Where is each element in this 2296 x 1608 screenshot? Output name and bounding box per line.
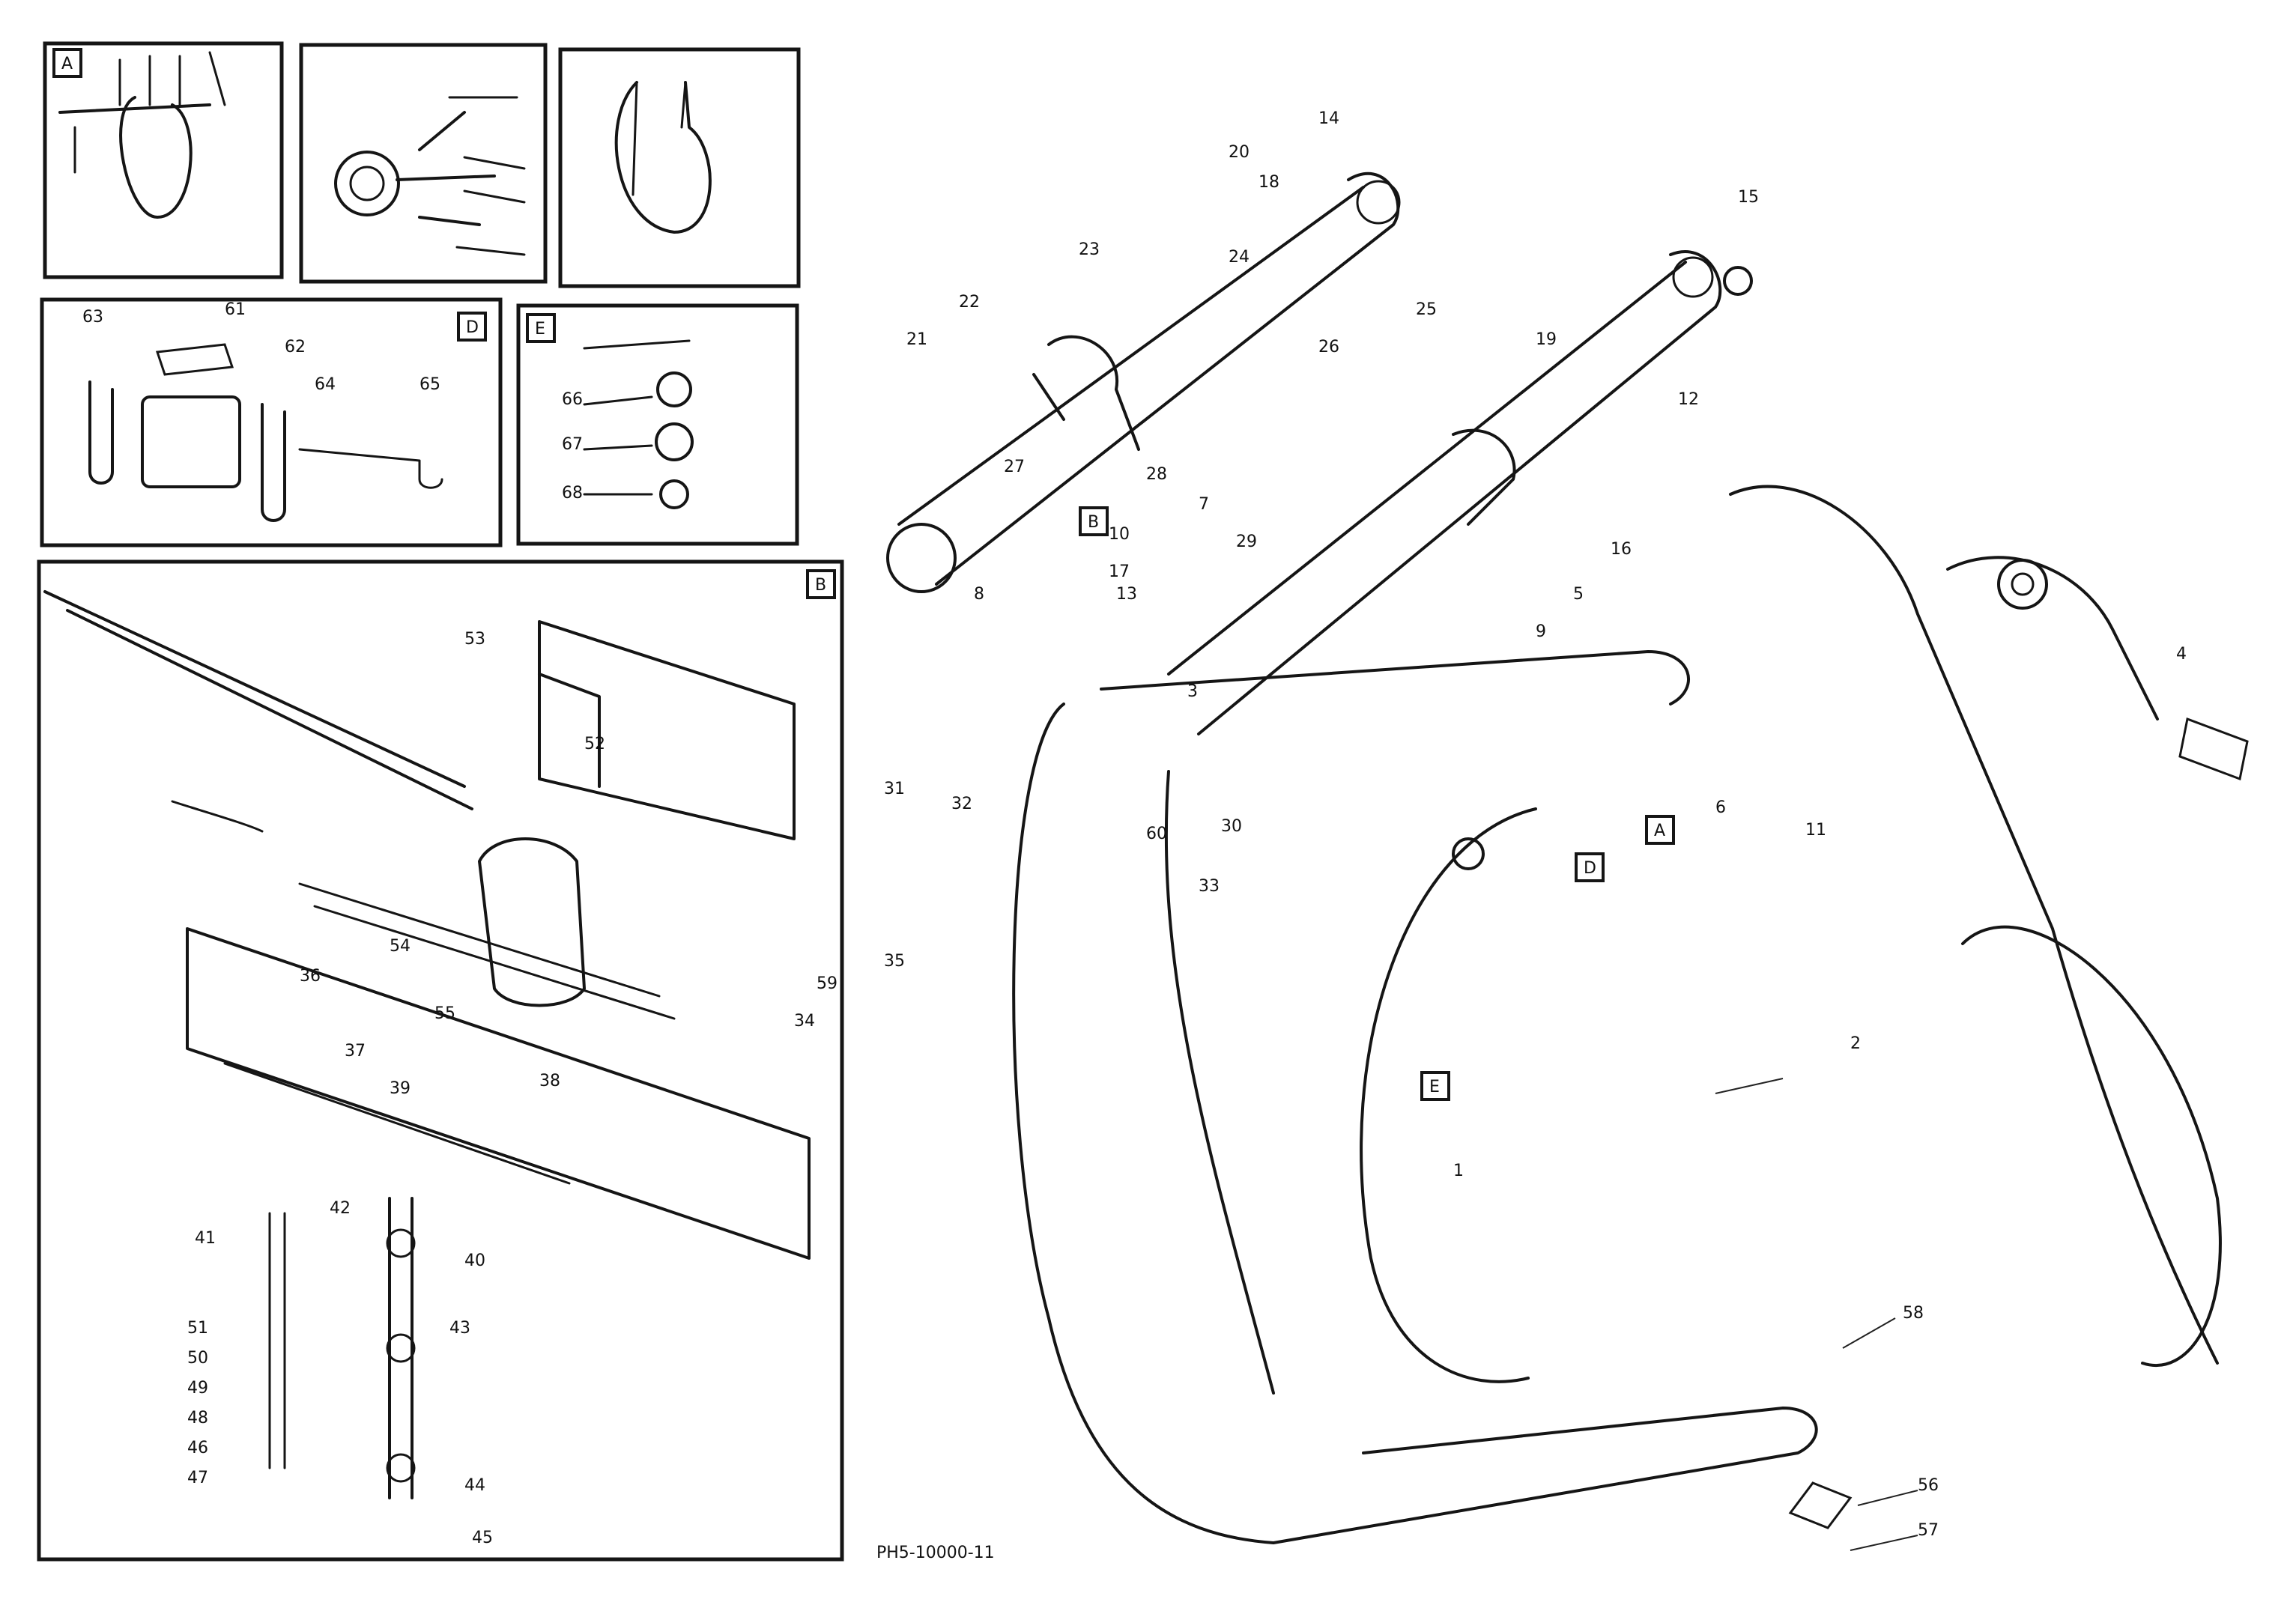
pos-label: 19 bbox=[1536, 330, 1557, 349]
pos-label: 45 bbox=[472, 1529, 493, 1547]
pos-label: 61 bbox=[225, 300, 246, 319]
pos-label: 5 bbox=[1573, 585, 1584, 604]
pos-label: 36 bbox=[300, 967, 321, 986]
inset-tag-e: E bbox=[535, 320, 545, 339]
pos-label: 44 bbox=[464, 1476, 485, 1495]
pos-label: 65 bbox=[419, 375, 440, 394]
pos-label: 49 bbox=[187, 1379, 208, 1398]
pos-label: 20 bbox=[1229, 143, 1250, 162]
pos-label: 50 bbox=[187, 1349, 208, 1368]
inset-tag-a: A bbox=[61, 55, 73, 73]
pos-label: 34 bbox=[794, 1012, 815, 1031]
pos-label: 8 bbox=[974, 585, 984, 604]
pos-label: 46 bbox=[187, 1439, 208, 1457]
pos-label: 56 bbox=[1918, 1476, 1939, 1495]
pos-label: 33 bbox=[1199, 877, 1220, 896]
pos-label: 9 bbox=[1536, 622, 1546, 641]
grapple-assembly bbox=[886, 172, 2249, 1551]
inset-panel-b bbox=[299, 43, 548, 284]
pos-label: 29 bbox=[1236, 533, 1257, 551]
pos-label: 68 bbox=[562, 484, 583, 503]
pos-label: 48 bbox=[187, 1409, 208, 1428]
pos-label: 1 bbox=[1453, 1162, 1464, 1180]
main-tag-b: B bbox=[1088, 513, 1099, 532]
pos-label: 54 bbox=[390, 937, 411, 956]
main-tag-e: E bbox=[1429, 1078, 1440, 1096]
pos-label: 37 bbox=[345, 1042, 366, 1061]
pos-label: 57 bbox=[1918, 1521, 1939, 1540]
main-reference-tags: B D A E bbox=[1079, 506, 1675, 1101]
pos-label: 17 bbox=[1109, 562, 1130, 581]
inset-tag-d: D bbox=[466, 318, 479, 337]
inset-tag-b: B bbox=[815, 576, 826, 595]
pos-label: 39 bbox=[390, 1079, 411, 1098]
inset-panel-c bbox=[558, 47, 801, 288]
pos-label: 28 bbox=[1146, 465, 1167, 484]
pos-label: 42 bbox=[330, 1199, 351, 1218]
pos-label: 62 bbox=[285, 338, 306, 357]
pos-label: 52 bbox=[584, 735, 605, 753]
pos-label: 58 bbox=[1903, 1304, 1924, 1323]
pos-label: 11 bbox=[1805, 821, 1826, 840]
pos-label: 22 bbox=[959, 293, 980, 312]
pos-label: 26 bbox=[1318, 338, 1339, 357]
pos-label: 31 bbox=[884, 780, 905, 798]
pos-label: 23 bbox=[1079, 240, 1100, 259]
pos-label: 21 bbox=[906, 330, 927, 349]
pos-label: 35 bbox=[884, 952, 905, 971]
pos-label: 7 bbox=[1199, 495, 1209, 514]
pos-label: 51 bbox=[187, 1319, 208, 1338]
pos-label: 30 bbox=[1221, 817, 1242, 836]
pos-label: 16 bbox=[1611, 540, 1632, 559]
pos-label: 15 bbox=[1738, 188, 1759, 207]
pos-label: 13 bbox=[1116, 585, 1137, 604]
pos-label: 12 bbox=[1678, 390, 1699, 409]
pos-label: 64 bbox=[315, 375, 336, 394]
pos-label: 66 bbox=[562, 390, 583, 409]
main-tag-a: A bbox=[1654, 822, 1665, 840]
inset-panel-e: E bbox=[516, 303, 799, 546]
main-tag-d: D bbox=[1584, 859, 1596, 878]
inset-panel-d: D bbox=[40, 297, 503, 547]
pos-label: 27 bbox=[1004, 458, 1025, 476]
pos-label: 55 bbox=[434, 1004, 455, 1023]
position-numbers: 1 2 3 4 5 6 7 8 9 10 11 12 13 14 15 16 1… bbox=[82, 109, 2187, 1547]
pos-label: 47 bbox=[187, 1469, 208, 1487]
pos-label: 6 bbox=[1715, 798, 1726, 817]
pos-label: 18 bbox=[1258, 173, 1279, 192]
drawing-reference: PH5-10000-11 bbox=[876, 1544, 995, 1562]
pos-label: 10 bbox=[1109, 525, 1130, 544]
pos-label: 43 bbox=[449, 1319, 470, 1338]
pos-label: 59 bbox=[817, 974, 837, 993]
pos-label: 60 bbox=[1146, 825, 1167, 843]
pos-label: 14 bbox=[1318, 109, 1339, 128]
pos-label: 24 bbox=[1229, 248, 1250, 267]
pos-label: 63 bbox=[82, 308, 103, 327]
inset-panel-a: A bbox=[43, 41, 284, 279]
pos-label: 67 bbox=[562, 435, 583, 454]
hydraulic-detail-panel: B bbox=[37, 559, 844, 1562]
pos-label: 3 bbox=[1187, 682, 1198, 701]
pos-label: 32 bbox=[951, 795, 972, 813]
pos-label: 38 bbox=[539, 1072, 560, 1090]
pos-label: 40 bbox=[464, 1251, 485, 1270]
pos-label: 4 bbox=[2176, 645, 2187, 664]
pos-label: 41 bbox=[195, 1229, 216, 1248]
pos-label: 25 bbox=[1416, 300, 1437, 319]
pos-label: 2 bbox=[1850, 1034, 1861, 1053]
pos-label: 53 bbox=[464, 630, 485, 649]
